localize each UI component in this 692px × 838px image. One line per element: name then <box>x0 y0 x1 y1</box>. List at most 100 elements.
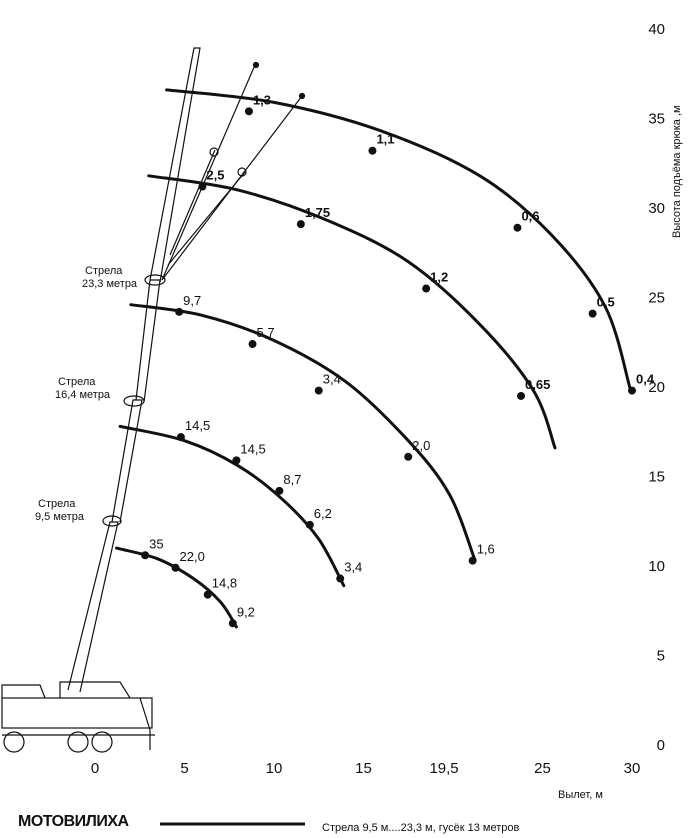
load-point <box>198 182 207 191</box>
boom-label-16-line1: Стрела <box>58 376 96 388</box>
load-curve-2: 14,5 14,5 8,7 6,2 3,4 <box>118 418 362 588</box>
load-point <box>404 452 413 461</box>
crane-jib-line-4 <box>169 149 216 256</box>
load-point <box>228 619 237 628</box>
crane-truck-cab <box>1 684 46 699</box>
load-point-label: 3,4 <box>323 372 341 387</box>
x-tick-label: 0 <box>91 760 99 777</box>
y-tick-label: 25 <box>648 290 665 307</box>
legend-text: Стрела 9,5 м....23,3 м, гусёк 13 метров <box>322 822 519 834</box>
load-point-label: 14,5 <box>185 418 210 433</box>
x-tick-label: 30 <box>624 760 641 777</box>
load-point <box>296 220 305 229</box>
load-point <box>513 223 522 232</box>
load-point <box>422 284 431 293</box>
crane-truck-body <box>1 697 153 729</box>
load-point <box>368 146 377 155</box>
load-point-label: 5,7 <box>257 325 275 340</box>
load-point <box>314 386 323 395</box>
x-tick-label: 19,5 <box>429 760 458 777</box>
load-point <box>517 391 526 400</box>
load-point <box>176 433 185 442</box>
y-axis-title: Высота подъёма крюка ,м <box>671 105 683 238</box>
load-point-label: 35 <box>149 536 163 551</box>
x-tick-label: 5 <box>180 760 188 777</box>
x-tick-label: 10 <box>266 760 283 777</box>
load-point <box>171 563 180 572</box>
x-tick-label: 25 <box>534 760 551 777</box>
load-point <box>468 556 477 565</box>
load-point-label: 1,3 <box>253 92 271 107</box>
crane-pulley-2 <box>237 167 247 177</box>
boom-label-23-line1: Стрела <box>85 265 123 277</box>
boom-label-16-line2: 16,4 метра <box>55 389 111 401</box>
crane-jib-tip-1 <box>252 61 260 69</box>
crane-boom-section-2 <box>111 399 143 523</box>
crane-turret <box>59 681 131 699</box>
load-curve-line-4 <box>147 174 557 450</box>
boom-label-9: Стрела 9,5 метра <box>35 498 85 523</box>
load-point <box>628 386 636 395</box>
load-point-label: 1,6 <box>477 542 495 557</box>
boom-label-9-line2: 9,5 метра <box>35 511 85 523</box>
load-point <box>175 307 184 316</box>
boom-label-16: Стрела 16,4 метра <box>55 376 111 401</box>
y-tick-label: 0 <box>657 737 665 754</box>
load-curve-5: 1,31,10,60,50,4 <box>165 88 655 395</box>
y-tick-label: 30 <box>648 200 665 217</box>
x-axis-ticks: 0 5 10 15 19,5 25 30 <box>91 760 641 777</box>
load-point-label: 3,4 <box>344 560 362 575</box>
y-tick-label: 35 <box>648 111 665 128</box>
load-point-label: 9,7 <box>183 293 201 308</box>
crane-wheel-2 <box>67 731 89 753</box>
load-point-label: 8,7 <box>283 472 301 487</box>
y-tick-label: 15 <box>648 469 665 486</box>
crane-boom-section-3 <box>135 279 161 403</box>
crane-wheel-1 <box>3 731 25 753</box>
crane-illustration <box>1 47 306 753</box>
boom-label-23-line2: 23,3 метра <box>82 278 138 290</box>
crane-pulley-1 <box>209 147 219 157</box>
crane-jib-line-3 <box>167 171 246 266</box>
brand-logo: МОТОВИЛИХА <box>18 813 130 830</box>
load-point <box>248 340 257 349</box>
load-point <box>141 551 150 560</box>
boom-label-23: Стрела 23,3 метра <box>82 265 138 290</box>
load-point-label: 6,2 <box>314 506 332 521</box>
load-curve-3: 9,7 5,7 3,4 2,0 1,6 <box>129 293 495 565</box>
load-point-label: 14,5 <box>240 441 265 456</box>
load-point-label: 0,6 <box>521 209 539 224</box>
load-point-label: 9,2 <box>237 604 255 619</box>
load-curve-line-3 <box>129 303 476 561</box>
load-point <box>244 107 253 116</box>
crane-boom-head-3 <box>144 274 166 286</box>
crane-boom-section-1 <box>67 521 119 693</box>
load-point <box>588 309 597 318</box>
load-point-label: 2,5 <box>206 168 224 183</box>
y-tick-label: 40 <box>648 21 665 38</box>
load-point-label: 0,65 <box>525 377 550 392</box>
x-axis-title: Вылет, м <box>558 789 603 801</box>
crane-boom-head-1 <box>102 515 122 527</box>
boom-label-9-line1: Стрела <box>38 498 76 510</box>
load-point <box>336 574 345 583</box>
load-point <box>203 590 212 599</box>
load-point-label: 2,0 <box>412 438 430 453</box>
y-tick-label: 20 <box>648 379 665 396</box>
load-point-label: 1,1 <box>376 132 394 147</box>
load-point-label: 14,8 <box>212 576 237 591</box>
load-point-label: 0,5 <box>597 295 615 310</box>
crane-jib-line-1 <box>161 64 256 281</box>
crane-boom-head-2 <box>123 395 145 407</box>
load-curve-4: 2,51,751,20,65 <box>147 168 557 450</box>
y-tick-label: 5 <box>657 648 665 665</box>
load-point-label: 1,2 <box>430 270 448 285</box>
x-tick-label: 15 <box>355 760 372 777</box>
y-tick-label: 10 <box>648 558 665 575</box>
y-axis-ticks: 0 5 10 15 20 25 30 35 40 <box>648 21 665 754</box>
load-curve-line-5 <box>165 88 632 391</box>
crane-outrigger <box>139 697 151 750</box>
